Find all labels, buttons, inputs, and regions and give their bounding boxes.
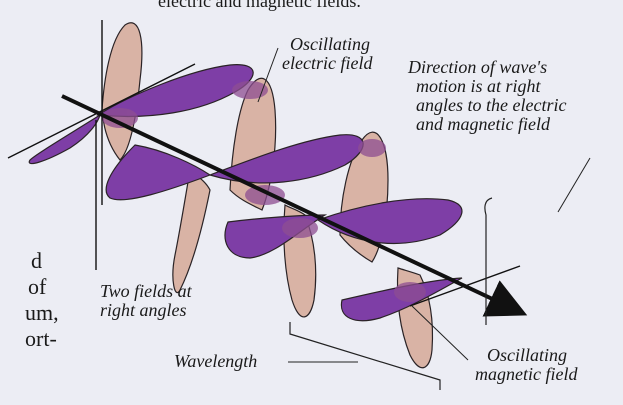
electric-lobe-2	[173, 170, 210, 293]
label-wavelength: Wavelength	[174, 352, 257, 371]
overlap-4	[358, 139, 386, 157]
label-oscillating-magnetic: Oscillating magnetic field	[475, 346, 577, 384]
label-direction-of-motion: Direction of wave's motion is at right a…	[408, 58, 566, 134]
label-line: motion is at right	[416, 77, 566, 96]
label-line: angles to the electric	[416, 96, 566, 115]
direction-bracket	[485, 198, 492, 325]
label-oscillating-electric: Oscillating electric field	[282, 35, 372, 73]
body-text: d of um, ort-	[3, 248, 59, 352]
label-line: right angles	[100, 301, 192, 320]
overlap-3	[245, 185, 285, 205]
magnetic-lobe-6	[318, 199, 462, 244]
electric-lobe-1	[102, 23, 142, 160]
label-line: magnetic field	[475, 365, 577, 384]
label-line: Oscillating	[487, 346, 577, 365]
label-line: and magnetic field	[416, 115, 566, 134]
body-text-line: d	[31, 248, 59, 274]
body-text-line: ort-	[25, 326, 59, 352]
direction-leader	[558, 158, 590, 212]
body-text-line: of	[28, 274, 59, 300]
caption-top: electric and magnetic fields.	[158, 0, 361, 10]
label-line: Two fields at	[100, 282, 192, 301]
overlap-6	[394, 282, 426, 302]
label-line: Direction of wave's	[408, 58, 566, 77]
label-line: Oscillating	[290, 35, 372, 54]
magnetic-lobe-2	[29, 115, 100, 164]
overlap-5	[282, 218, 318, 238]
body-text-line: um,	[25, 300, 59, 326]
label-line: electric field	[282, 54, 372, 73]
label-two-fields: Two fields at right angles	[100, 282, 192, 320]
